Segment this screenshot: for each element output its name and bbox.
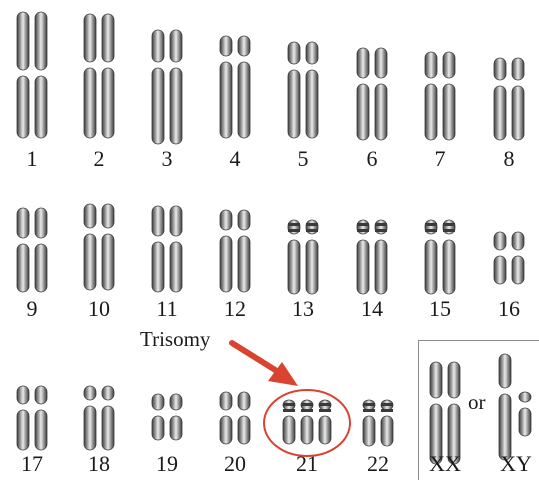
chromosome-label-17: 17 bbox=[21, 451, 43, 476]
chromosome-16 bbox=[493, 231, 525, 285]
chromosome-7 bbox=[424, 51, 456, 141]
chromosome-label-13: 13 bbox=[292, 296, 314, 321]
chromosome-label-14: 14 bbox=[361, 296, 383, 321]
chromosome-label-5: 5 bbox=[297, 146, 309, 171]
chromosome-label-20: 20 bbox=[224, 451, 246, 476]
chromosome-label-2: 2 bbox=[93, 146, 105, 171]
sex-chromosome-box bbox=[418, 340, 539, 480]
chromosome-x-male bbox=[498, 353, 512, 461]
chromosome-14 bbox=[356, 219, 388, 295]
or-connector: or bbox=[468, 390, 486, 414]
chromosome-label-11: 11 bbox=[156, 296, 178, 321]
chromosome-1 bbox=[16, 11, 48, 139]
chromosome-19 bbox=[151, 393, 183, 441]
chromosome-label-22: 22 bbox=[367, 451, 389, 476]
chromosome-3 bbox=[151, 29, 183, 145]
chromosome-label-4: 4 bbox=[229, 146, 241, 171]
chromosome-label-6: 6 bbox=[366, 146, 378, 171]
chromosome-label-16: 16 bbox=[498, 296, 520, 321]
chromosome-5 bbox=[287, 41, 319, 139]
chromosome-11 bbox=[151, 205, 183, 293]
chromosome-10 bbox=[83, 203, 115, 291]
chromosome-22 bbox=[362, 399, 394, 447]
chromosome-y bbox=[518, 391, 532, 437]
chromosome-9 bbox=[16, 207, 48, 293]
sex-label-male: XY bbox=[500, 451, 532, 476]
chromosome-6 bbox=[356, 47, 388, 141]
trisomy-highlight-ellipse bbox=[263, 389, 351, 457]
chromosome-15 bbox=[424, 219, 456, 295]
chromosome-label-10: 10 bbox=[88, 296, 110, 321]
chromosome-label-1: 1 bbox=[26, 146, 38, 171]
chromosome-label-7: 7 bbox=[434, 146, 446, 171]
chromosome-label-8: 8 bbox=[503, 146, 515, 171]
chromosome-4 bbox=[219, 35, 251, 139]
chromosome-label-12: 12 bbox=[224, 296, 246, 321]
chromosome-2 bbox=[83, 13, 115, 139]
chromosome-20 bbox=[219, 391, 251, 445]
chromosome-13 bbox=[287, 219, 319, 295]
trisomy-arrow bbox=[229, 340, 298, 386]
chromosome-label-3: 3 bbox=[161, 146, 173, 171]
trisomy-label: Trisomy bbox=[140, 327, 211, 351]
chromosome-8 bbox=[493, 57, 525, 141]
chromosome-xx bbox=[429, 361, 461, 465]
chromosome-label-18: 18 bbox=[88, 451, 110, 476]
chromosome-17 bbox=[16, 385, 48, 451]
chromosome-layer bbox=[16, 11, 532, 465]
chromosome-12 bbox=[219, 209, 251, 293]
chromosome-label-19: 19 bbox=[156, 451, 178, 476]
chromosome-label-9: 9 bbox=[26, 296, 38, 321]
sex-label-female: XX bbox=[429, 451, 461, 476]
chromosome-label-21: 21 bbox=[296, 451, 318, 476]
chromosome-label-15: 15 bbox=[429, 296, 451, 321]
chromosome-21 bbox=[282, 399, 332, 445]
chromosome-18 bbox=[83, 385, 115, 451]
